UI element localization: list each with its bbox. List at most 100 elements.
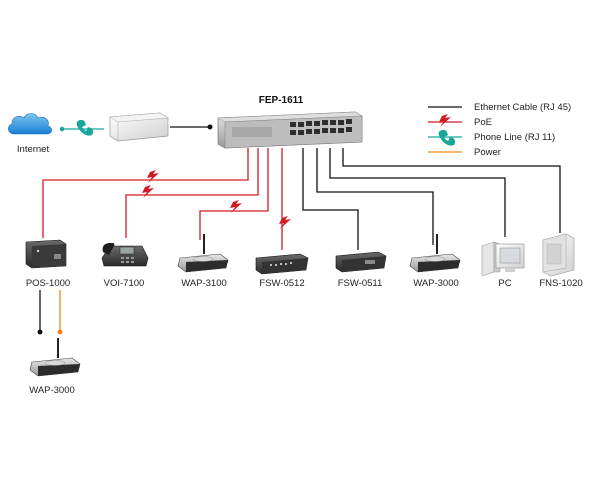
desktop-switch-led — [275, 264, 277, 266]
poe-splitter-led — [36, 249, 40, 253]
poe-link-voi7100 — [125, 148, 259, 238]
pc-tower — [481, 241, 495, 277]
modem-top — [109, 112, 169, 123]
access-point-front — [418, 260, 460, 272]
eth-link-end-dot — [207, 124, 213, 130]
device-label: FSW-0512 — [259, 278, 304, 289]
poe-bolts — [142, 170, 291, 229]
legend: Ethernet Cable (RJ 45) PoE Phone Line (R… — [428, 102, 571, 158]
ip-phone-key — [121, 257, 124, 259]
device-fsw0512: FSW-0512 — [255, 253, 309, 289]
switch-port — [338, 128, 344, 133]
phone-link — [59, 119, 104, 136]
device-pc: PC — [481, 241, 525, 289]
switch-port — [314, 129, 320, 134]
switch-port — [346, 119, 352, 124]
desktop-switch-led — [285, 263, 287, 265]
desktop-switch-led — [270, 264, 272, 266]
device-wap3000-bottom: WAP-3000 — [29, 338, 81, 396]
fep1611-switch: FEP-1611 — [217, 95, 363, 149]
desktop-switch-led — [290, 262, 292, 264]
switch-port — [330, 128, 336, 133]
device-label: WAP-3000 — [413, 278, 459, 289]
device-pos1000: POS-1000 — [25, 239, 70, 289]
switch-port — [306, 121, 312, 126]
ip-phone-handset — [102, 243, 115, 255]
poe-link-pos1000 — [42, 148, 249, 238]
device-label: FSW-0511 — [338, 278, 383, 289]
device-wap3000: WAP-3000 — [409, 234, 461, 289]
desktop-switch-front — [262, 258, 308, 274]
poe-bolt-icon — [147, 170, 159, 183]
device-fns1020: FNS-1020 — [539, 233, 583, 289]
poe-links — [42, 148, 283, 250]
switch-port — [298, 130, 304, 135]
device-label: FNS-1020 — [539, 278, 582, 289]
internet-label: Internet — [17, 144, 50, 155]
legend-ethernet-label: Ethernet Cable (RJ 45) — [474, 102, 571, 113]
internet-cloud: Internet — [8, 113, 52, 155]
legend-phone-label: Phone Line (RJ 11) — [474, 132, 555, 143]
eth-link-end-dot — [37, 329, 43, 335]
phone-handset-icon — [76, 119, 94, 136]
poe-splitter-port — [54, 254, 61, 259]
switch-port — [346, 127, 352, 132]
switch-port — [322, 120, 328, 125]
ip-phone-key — [126, 261, 129, 263]
phone-handset-icon — [438, 129, 456, 146]
switch-port — [290, 130, 296, 135]
nas-panel — [546, 243, 562, 265]
ip-phone-key — [131, 257, 134, 259]
eth-link-pc — [329, 148, 506, 237]
ip-phone-key — [126, 257, 129, 259]
switch-port — [322, 128, 328, 133]
legend-power-label: Power — [474, 147, 501, 158]
switch-title: FEP-1611 — [259, 95, 304, 106]
poe-bolt-icon — [142, 185, 154, 198]
access-point-top — [44, 360, 66, 366]
poe-bolt-icon — [439, 114, 451, 127]
switch-port — [306, 129, 312, 134]
desktop-switch-led — [280, 263, 282, 265]
pc-screen — [499, 247, 521, 264]
cloud-icon — [8, 113, 52, 135]
poe-splitter-front — [32, 244, 66, 268]
ip-phone-key — [131, 261, 134, 263]
desktop-switch-badge — [365, 260, 375, 264]
poe-link-wap3100 — [199, 148, 269, 240]
device-label: VOI-7100 — [104, 278, 145, 289]
eth-link-wap3000 — [316, 148, 434, 245]
access-point-front — [38, 364, 80, 376]
device-wap3100: WAP-3100 — [177, 234, 229, 289]
switch-port — [330, 120, 336, 125]
switch-port — [314, 121, 320, 126]
pc-stand — [505, 268, 515, 272]
legend-poe-label: PoE — [474, 117, 492, 128]
switch-logo-plate — [232, 127, 272, 137]
access-point-top — [424, 256, 446, 262]
ip-phone-key — [121, 261, 124, 263]
switch-port — [290, 122, 296, 127]
device-label: WAP-3100 — [181, 278, 227, 289]
switch-port — [338, 120, 344, 125]
device-label: POS-1000 — [26, 278, 70, 289]
eth-link-fns1020 — [342, 148, 561, 233]
power-link-end-dot — [57, 329, 63, 335]
switch-port — [298, 122, 304, 127]
device-label: PC — [498, 278, 511, 289]
ethernet-links — [37, 124, 561, 335]
access-point-front — [186, 260, 228, 272]
device-label: WAP-3000 — [29, 385, 75, 396]
eth-link-fsw0511 — [302, 148, 359, 250]
modem — [109, 112, 169, 142]
poe-bolt-icon — [230, 200, 242, 213]
ip-phone-keypad — [121, 257, 134, 263]
switch-ports — [290, 119, 352, 135]
desktop-switch-leds — [270, 262, 292, 266]
poe-bolt-icon — [279, 216, 291, 229]
access-point-top — [192, 256, 214, 262]
device-voi7100: VOI-7100 — [101, 243, 149, 289]
phone-link-dot — [59, 126, 65, 132]
device-fsw0511: FSW-0511 — [335, 251, 387, 289]
